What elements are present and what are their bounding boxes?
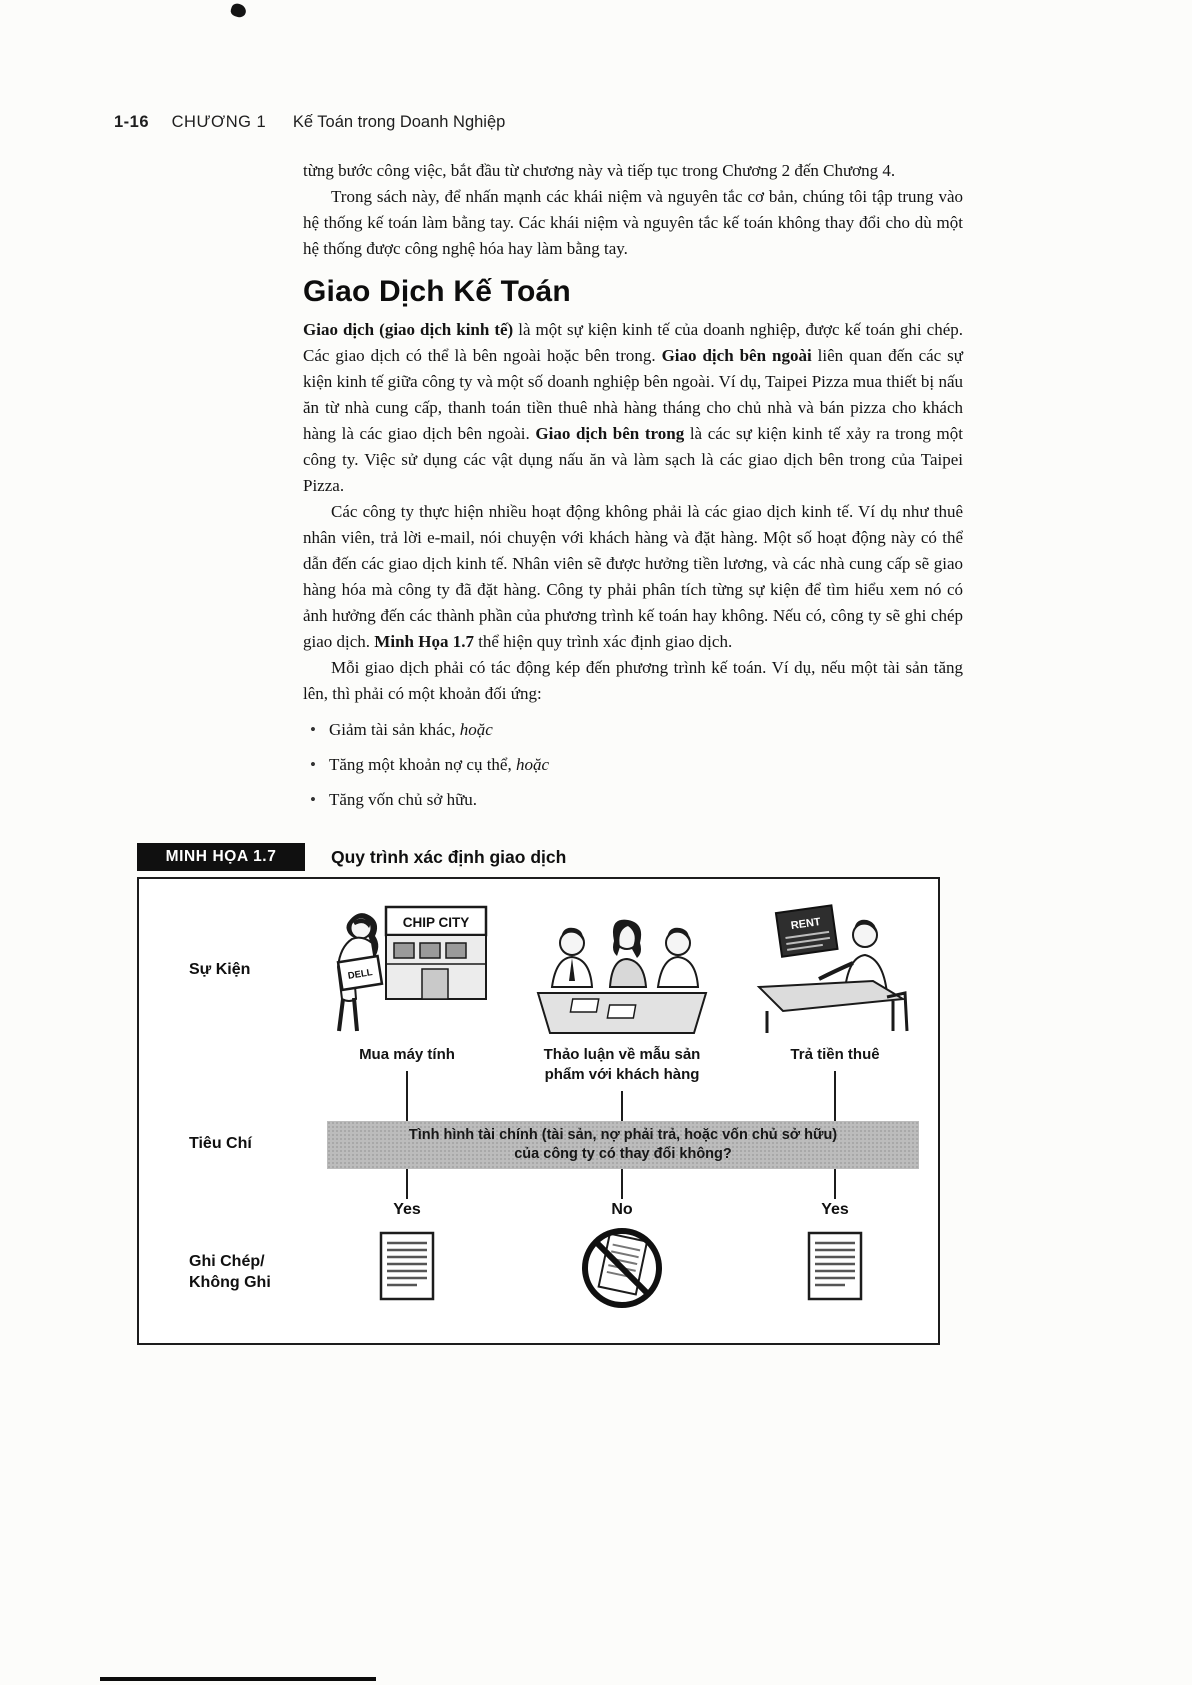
event-caption-3: Trả tiền thuê [790,1046,880,1063]
no-symbol-icon [577,1223,667,1318]
answer-yes-1: Yes [393,1201,421,1218]
row-label-record-line2: Không Ghi [189,1274,271,1291]
bullet-emphasis: hoặc [515,755,550,774]
pay-rent-illustration: RENT [755,901,915,1044]
bullet-item-increase-equity: • Tăng vốn chủ sở hữu. [303,787,963,813]
connector-line [834,1071,836,1121]
paragraph-manual-system: Trong sách này, để nhấn mạnh các khái ni… [303,187,963,258]
figure-caption: Quy trình xác định giao dịch [331,846,567,867]
middle-woman [608,919,648,988]
running-header: 1-16 CHƯƠNG 1 Kế Toán trong Doanh Nghiệp [114,113,505,132]
bullet-item-increase-liability: • Tăng một khoản nợ cụ thể, hoặc [303,752,963,778]
document-icon [807,1231,863,1306]
discussion-illustration [532,901,712,1044]
paragraph-continuation: từng bước công việc, bắt đầu từ chương n… [303,161,896,180]
row-label-criterion: Tiêu Chí [189,1135,252,1152]
body-text-column: từng bước công việc, bắt đầu từ chương n… [303,158,963,822]
text-run: thể hiện quy trình xác định giao dịch. [473,632,733,651]
bullet-marker: • [310,790,316,809]
figure-box: Sự Kiện Tiêu Chí Ghi Chép/ Không Ghi CHI… [137,877,940,1345]
desk [756,979,907,1033]
row-label-events: Sự Kiện [189,961,251,978]
bullet-text: Tăng vốn chủ sở hữu. [329,790,478,809]
chair [886,991,909,1032]
right-man [656,927,700,988]
figure-header: MINH HỌA 1.7 Quy trình xác định giao dịc… [137,843,566,871]
event-caption-2: Thảo luận về mẫu sản phẩm với khách hàng [543,1046,701,1083]
figure-label-badge: MINH HỌA 1.7 [137,843,305,871]
connector-line [621,1091,623,1121]
term-internal-transaction: Giao dịch bên trong [535,424,685,443]
answer-no: No [611,1201,633,1218]
figure-area: MINH HỌA 1.7 Quy trình xác định giao dịc… [0,835,1192,1681]
rent-sign-text: RENT [790,916,822,932]
bullet-emphasis: hoặc [459,720,493,739]
text-run: liên quan đến các sự kiện kinh tế giữa c… [303,346,963,443]
term-transaction: Giao dịch (giao dịch kinh tế) [303,320,514,339]
text-run: là một sự kiện kinh tế của doanh nghiệp,… [303,320,964,365]
dell-box: DELL [336,954,384,992]
answer-yes-2: Yes [821,1201,849,1218]
paragraph-transactions: Giao dịch (giao dịch kinh tế) là một sự … [303,317,963,499]
connector-line [406,1071,408,1121]
criterion-band: Tình hình tài chính (tài sản, nợ phải tr… [327,1121,919,1169]
rent-statement: RENT [774,904,839,958]
paragraph-activities: Các công ty thực hiện nhiều hoạt động kh… [303,499,963,655]
document-icon [379,1231,435,1306]
bullet-list: • Giảm tài sản khác, hoặc • Tăng một khoản… [303,717,963,813]
connector-line [406,1169,408,1199]
meeting-table [536,992,708,1034]
section-title: Giao Dịch Kế Toán [303,275,571,308]
criterion-line1: Tình hình tài chính (tài sản, nợ phải tr… [408,1127,838,1143]
row-label-record: Ghi Chép/ Không Ghi [189,1251,271,1293]
chapter-label: CHƯƠNG 1 [171,113,267,131]
chapter-title: Kế Toán trong Doanh Nghiệp [292,113,506,131]
storefront-sign-text: CHIP CITY [403,915,470,930]
bullet-marker: • [310,720,316,739]
bullet-text: Tăng một khoản nợ cụ thể, [329,755,516,774]
scan-artifact-bottom [100,1677,376,1681]
connector-line [834,1169,836,1199]
text-run: Các công ty thực hiện nhiều hoạt động kh… [303,502,963,651]
bullet-marker: • [310,755,316,774]
criterion-line2: của công ty có thay đổi không? [514,1146,732,1162]
term-external-transaction: Giao dịch bên ngoài [661,346,812,365]
figure-reference: Minh Họa 1.7 [374,632,474,651]
connector-line [621,1169,623,1199]
storefront: CHIP CITY [384,905,488,1000]
box-brand-text: DELL [347,967,373,982]
event-caption-1: Mua máy tính [359,1046,455,1063]
row-label-record-line1: Ghi Chép/ [189,1253,265,1270]
paragraph-dual-effect: Mỗi giao dịch phải có tác động kép đến p… [303,658,963,703]
text-run: là các sự kiện kinh tế xảy ra trong một … [303,424,963,495]
scan-artifact-top [229,2,248,19]
bullet-text: Giảm tài sản khác, [329,720,460,739]
buy-computer-illustration: CHIP CITY [322,901,492,1044]
bullet-item-decrease-asset: • Giảm tài sản khác, hoặc [303,717,963,743]
page-number: 1-16 [114,113,150,131]
left-man [550,927,594,988]
